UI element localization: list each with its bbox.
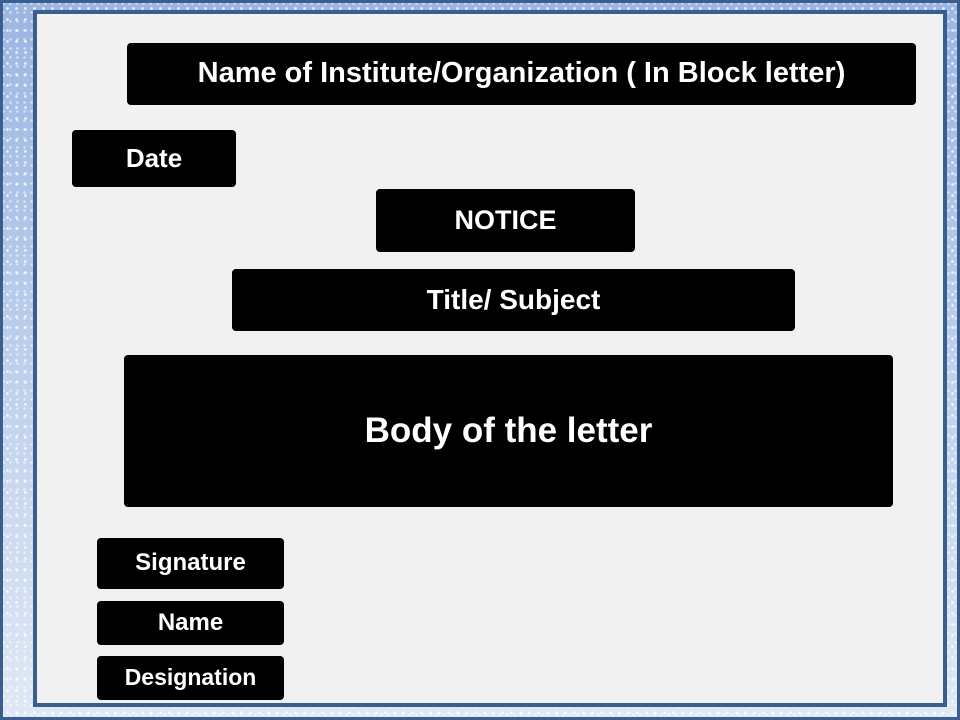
signature-box: Signature xyxy=(97,538,284,589)
body-of-letter-box: Body of the letter xyxy=(124,355,893,507)
name-box: Name xyxy=(97,601,284,645)
title-subject-box: Title/ Subject xyxy=(232,269,795,331)
institute-name-box: Name of Institute/Organization ( In Bloc… xyxy=(127,43,916,105)
date-box: Date xyxy=(72,130,236,187)
designation-box: Designation xyxy=(97,656,284,700)
notice-heading-box: NOTICE xyxy=(376,189,635,252)
slide-content-area: Name of Institute/Organization ( In Bloc… xyxy=(33,10,947,707)
